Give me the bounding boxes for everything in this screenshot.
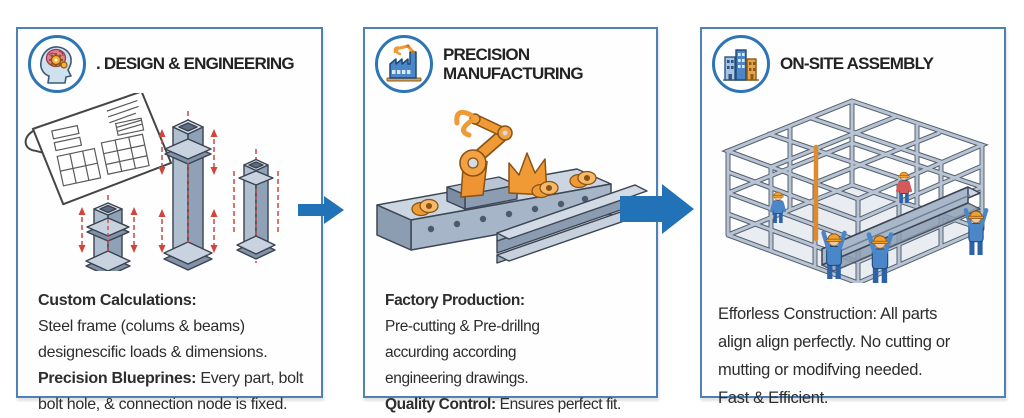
panel-1-title: . DESIGN & ENGINEERING bbox=[96, 54, 295, 74]
bolt-holes bbox=[427, 195, 589, 233]
factory-robot-arm-icon bbox=[375, 35, 433, 93]
worker-right bbox=[966, 210, 986, 255]
blueprint-and-steel-columns-illustration bbox=[24, 93, 279, 271]
panel-2-title: PRECISION MANUFACTURING bbox=[443, 44, 584, 83]
city-buildings-icon bbox=[712, 35, 770, 93]
process-arrow-1 bbox=[298, 196, 344, 224]
process-arrow-2 bbox=[620, 184, 694, 234]
factory-robot-arm-icon-svg bbox=[386, 44, 422, 82]
panel-3-body-text: Efforless Construction: All parts align … bbox=[718, 304, 950, 407]
column-short bbox=[78, 195, 138, 271]
blueprint-sheet bbox=[24, 93, 173, 206]
panel-1-header: . DESIGN & ENGINEERING bbox=[28, 35, 317, 93]
panel-3-title: ON-SITE ASSEMBLY bbox=[780, 54, 934, 74]
column-tall bbox=[158, 111, 218, 271]
robot-arm bbox=[454, 109, 513, 198]
panel-2-body-text: Factory Production: Pre-cutting & Pre-dr… bbox=[385, 291, 621, 413]
panel-on-site-assembly: ON-SITE ASSEMBLY bbox=[700, 27, 1006, 407]
i-beam bbox=[496, 184, 648, 264]
panel-design-engineering: . DESIGN & ENGINEERING bbox=[16, 27, 323, 413]
panel-3-header: ON-SITE ASSEMBLY bbox=[712, 35, 1000, 93]
panel-1-body-text: Custom Calculations: Steel frame (colums… bbox=[38, 292, 304, 413]
robotic-arm-with-steel-beams-illustration bbox=[376, 109, 648, 264]
brain-gears-icon bbox=[28, 35, 86, 93]
carried-i-beam bbox=[821, 186, 981, 272]
panel-precision-manufacturing: PRECISION MANUFACTURING bbox=[363, 27, 658, 413]
steel-frame-building-illustration bbox=[721, 98, 989, 283]
roller-fixtures bbox=[411, 170, 597, 217]
brain-gears-icon-svg bbox=[40, 46, 72, 84]
column-mid bbox=[233, 149, 279, 263]
city-buildings-icon-svg bbox=[723, 49, 759, 81]
panel-2-header: PRECISION MANUFACTURING bbox=[375, 35, 652, 93]
